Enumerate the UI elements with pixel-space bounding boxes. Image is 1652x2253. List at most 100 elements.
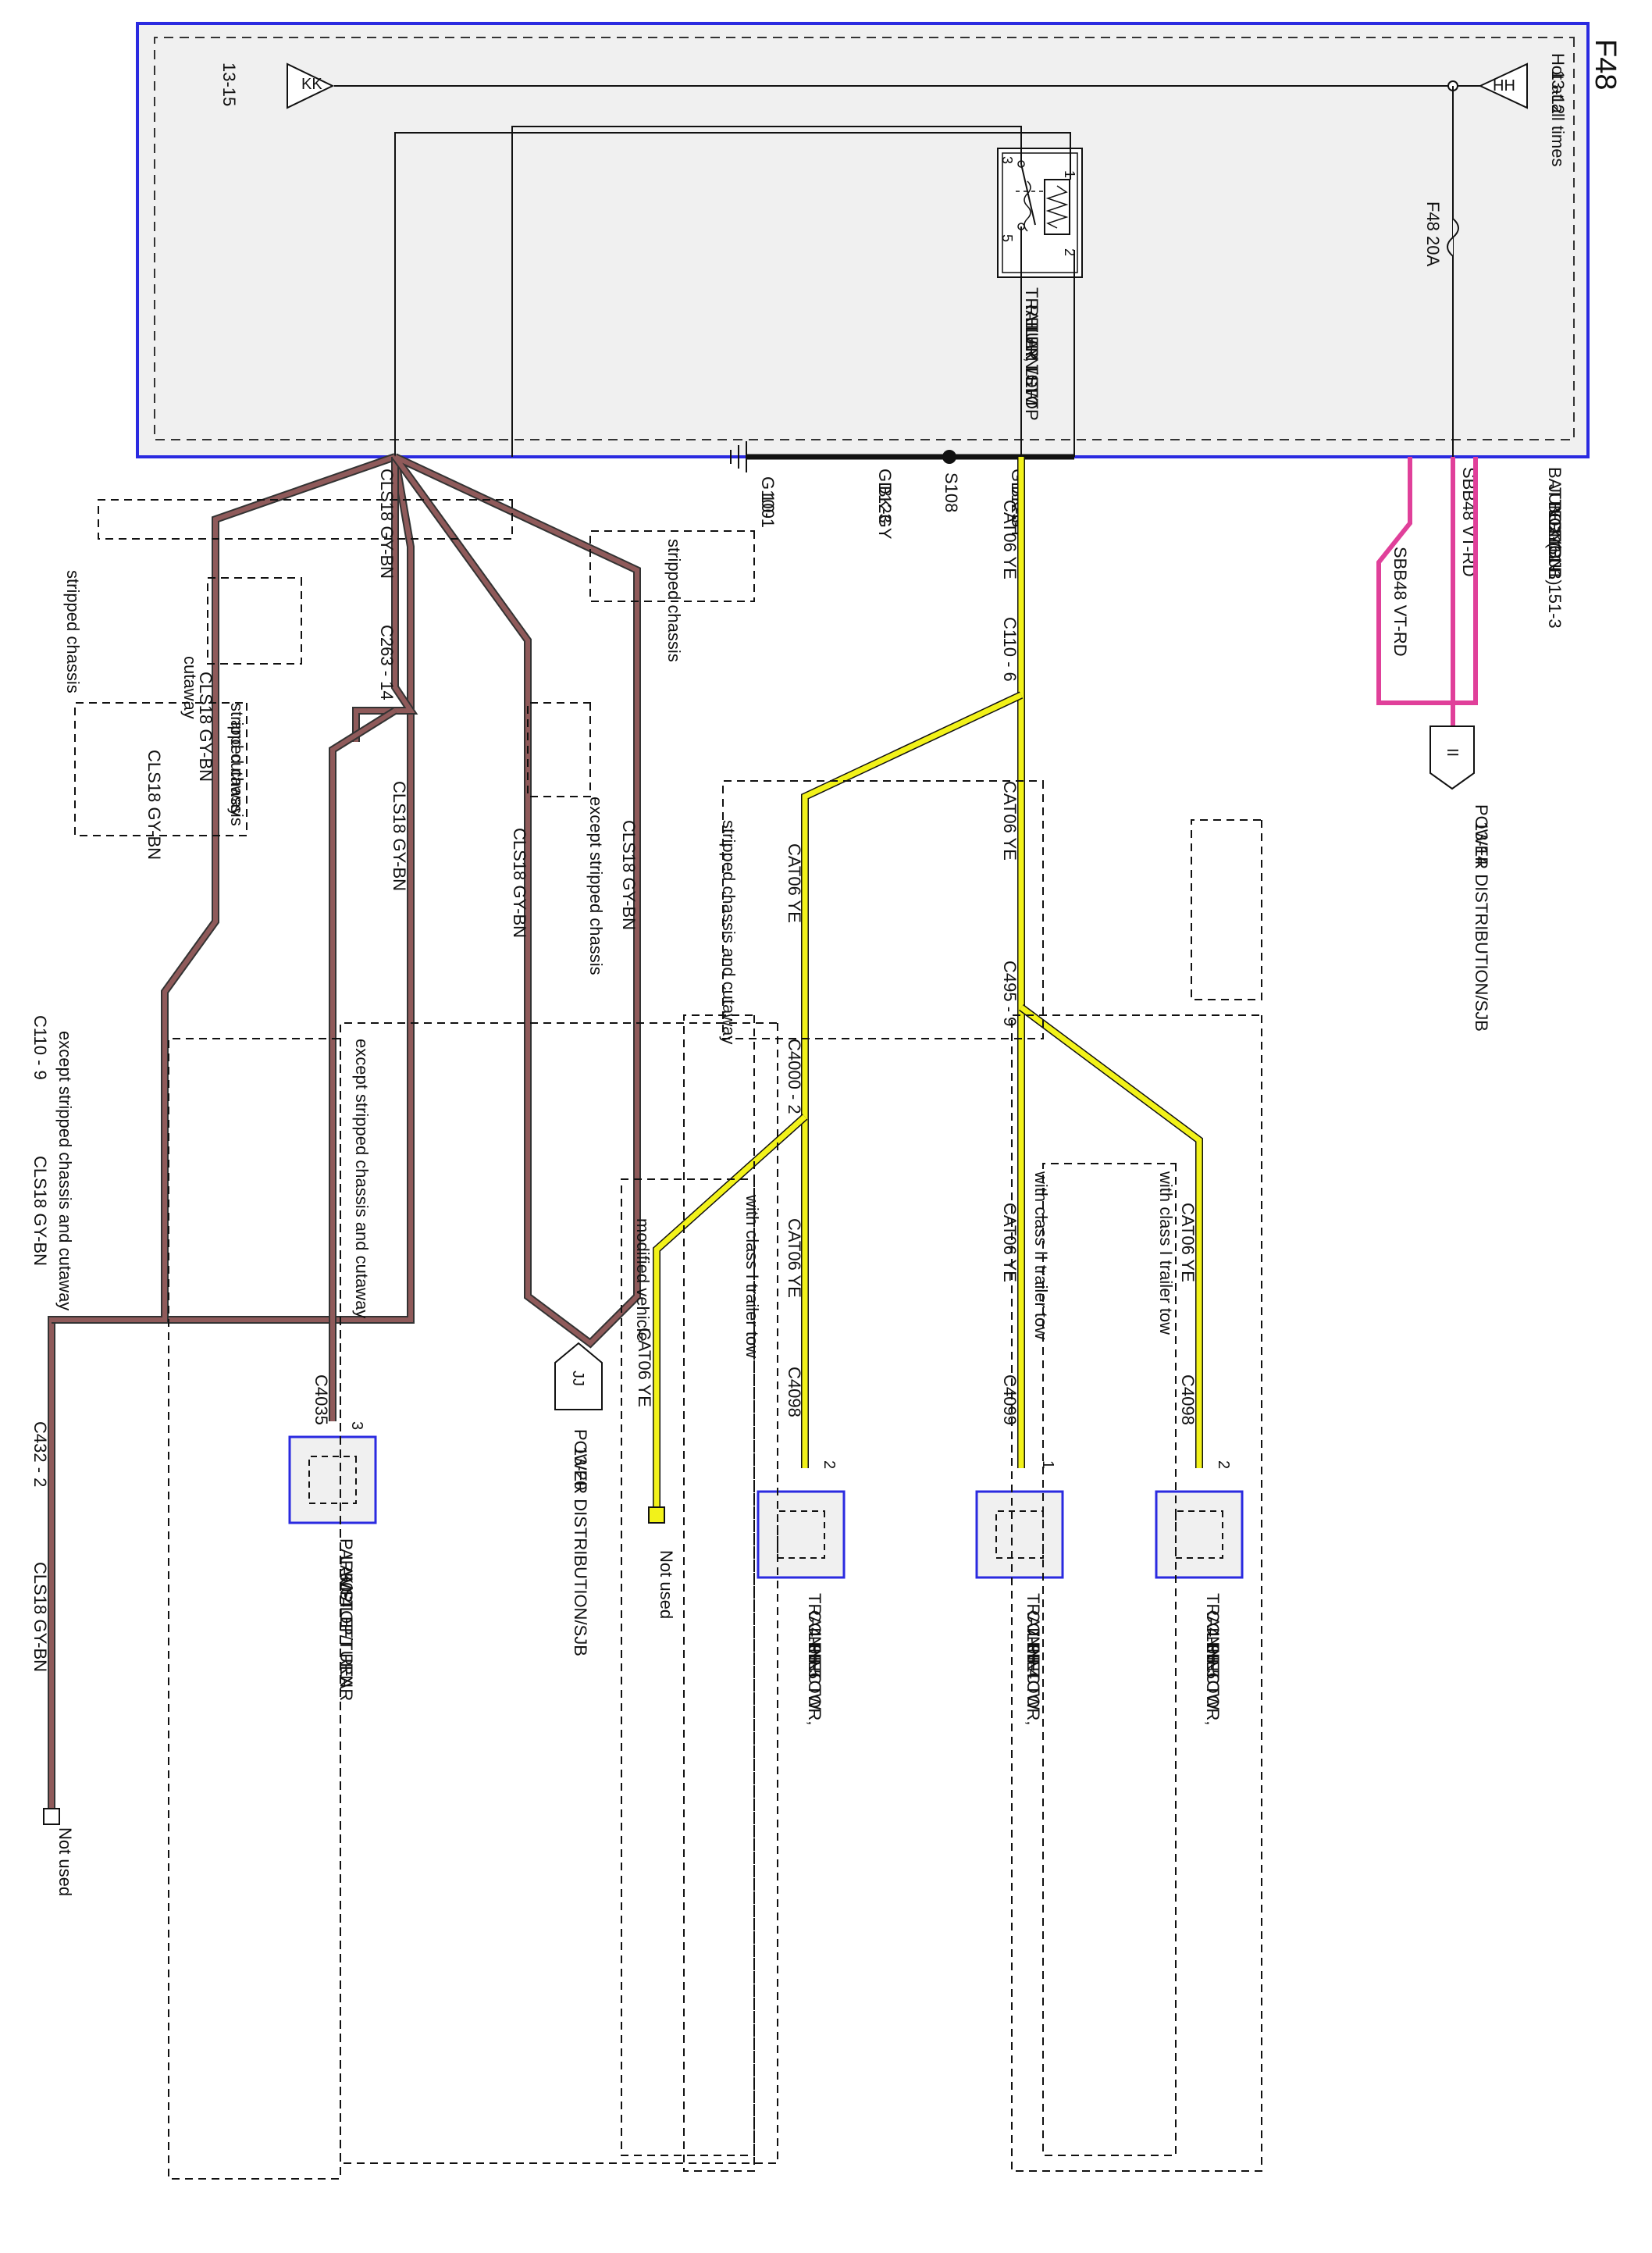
- kk-connector: [287, 62, 335, 109]
- trailer-tow-relay: 1 2 3 5 TRAILER TOW RELAY, LEFT TURN/STO…: [997, 148, 1083, 421]
- cond-cutaway: cutaway: [180, 656, 200, 719]
- c432-label: C432 - 2: [30, 1421, 50, 1487]
- c4098-b-label: C4098: [1178, 1374, 1198, 1425]
- cond-modified: modified vehicle: [633, 1218, 653, 1342]
- trailer-tow-4pin-b: TRAILER TOW CONNECTOR, 4-PIN 95-5: [1155, 1490, 1244, 1726]
- svg-text:TURN/STOP: TURN/STOP: [1022, 322, 1041, 421]
- gd123-label-b: GD123: [875, 469, 895, 523]
- page-id: F48: [1589, 39, 1622, 90]
- svg-text:95-5: 95-5: [805, 1645, 824, 1679]
- svg-text:RELAY, LEFT: RELAY, LEFT: [1022, 305, 1041, 409]
- cat06-f-label: CAT06 YE: [1000, 1203, 1020, 1282]
- bjb-outer-box: [136, 22, 1590, 458]
- fuse-symbol: [1447, 218, 1459, 257]
- svg-text:TRAILER TOW: TRAILER TOW: [805, 1593, 824, 1710]
- cat06-d-label: CAT06 YE: [785, 1218, 804, 1298]
- jj-connector: [554, 1342, 603, 1410]
- cls18-label-a: CLS18 GY-BN: [377, 469, 397, 579]
- pin2a-label: 2: [821, 1460, 838, 1469]
- c263-label: C263 - 14: [377, 625, 397, 700]
- svg-text:5: 5: [999, 234, 1015, 242]
- hh-label: HH: [1493, 77, 1515, 94]
- svg-text:7-PIN: 7-PIN: [1024, 1627, 1043, 1671]
- sbb48-loop: [1376, 457, 1478, 705]
- not-used-a: Not used: [657, 1550, 676, 1619]
- cat06-c-label: CAT06 YE: [785, 843, 804, 923]
- svg-text:11-1: 11-1: [1545, 519, 1565, 551]
- cat06-branch-c4000-core: [802, 692, 1023, 1117]
- cls18-label-h: CLS18 GY-BN: [30, 1562, 50, 1672]
- ground-symbol: [730, 441, 747, 472]
- svg-text:4-PIN: 4-PIN: [805, 1627, 824, 1671]
- trailer-tow-7pin: TRAILER TOW CONNECTOR, 7-PIN 95-4: [975, 1490, 1064, 1726]
- svg-text:TRAILER TOW: TRAILER TOW: [1203, 1593, 1223, 1710]
- cond-except-stripped-cutaway-2: except stripped chassis and cutaway: [55, 1031, 75, 1310]
- relay-pin3-feed: [511, 126, 1022, 457]
- trailer-tow-4pin-a: TRAILER TOW CONNECTOR, 4-PIN 95-5: [757, 1490, 846, 1726]
- splice-s108: [942, 450, 956, 464]
- relay-pin1-in: [394, 132, 1071, 457]
- cond-class-ii: with class II trailer tow: [1031, 1171, 1051, 1339]
- svg-text:TRAILER TOW: TRAILER TOW: [1024, 1593, 1043, 1710]
- cond-class-i-b: with class I trailer tow: [1156, 1171, 1176, 1335]
- kk-label: KK: [301, 76, 322, 93]
- jj-label: JJ: [569, 1371, 586, 1386]
- hh-connector: [1478, 62, 1528, 109]
- pin2b-label: 2: [1215, 1460, 1232, 1469]
- svg-text:151-1 151-3: 151-1 151-3: [1545, 536, 1565, 629]
- cls18-label-d: CLS18 GY-BN: [510, 828, 529, 938]
- cls18-wires: [48, 453, 641, 1809]
- not-used-terminal-b: [43, 1808, 60, 1825]
- bjb-title: BATTERY JUNCTION BOX (BJB) 11-1 151-1 15…: [1545, 467, 1565, 629]
- c4000-label: C4000 - 2: [785, 1039, 804, 1114]
- svg-text:95-4: 95-4: [1024, 1645, 1043, 1679]
- cond-class-i: with class I trailer tow: [742, 1194, 762, 1358]
- ii-connector: [1429, 725, 1475, 790]
- bjb-inner-box: [154, 37, 1575, 440]
- cat06-c4098-b-core: [1019, 1005, 1202, 1468]
- ii-power-dist: POWER DISTRIBUTION/SJB: [1472, 804, 1491, 1032]
- bkgy-label-b: BK-GY: [875, 486, 895, 540]
- svg-text:TRAILER TOW: TRAILER TOW: [1022, 287, 1041, 405]
- cls18-label-e: CLS18 GY-BN: [196, 672, 215, 782]
- not-used-terminal-a: [648, 1506, 665, 1524]
- pin3-label: 3: [348, 1421, 365, 1430]
- c110-9-label: C110 - 9: [30, 1015, 50, 1080]
- cat06-modified: [653, 1114, 808, 1507]
- cond-stripped-and-cutaway-2: stripped chassis: [227, 703, 247, 826]
- cat06-branch-c4000: [801, 691, 1024, 1117]
- svg-text:CONNECTOR,: CONNECTOR,: [805, 1610, 824, 1726]
- svg-text:CONNECTOR,: CONNECTOR,: [1024, 1610, 1043, 1726]
- ground-label: G100: [758, 476, 778, 519]
- cat06-modified-core: [653, 1114, 807, 1507]
- cls18-label-f: CLS18 GY-BN: [144, 750, 164, 860]
- cat06-b-label: CAT06 YE: [1000, 781, 1020, 861]
- cond-except-stripped: except stripped chassis: [586, 797, 606, 975]
- c495-label: C495 - 9: [1000, 961, 1020, 1026]
- hot-label: Hot at all times: [1548, 53, 1568, 167]
- svg-text:CONNECTOR,: CONNECTOR,: [1203, 1610, 1223, 1726]
- jj-power-dist: POWER DISTRIBUTION/SJB: [571, 1429, 590, 1656]
- condition-boxes: [74, 499, 1262, 2180]
- svg-text:BOX (BJB): BOX (BJB): [1545, 501, 1565, 586]
- svg-text:BATTERY: BATTERY: [1545, 467, 1565, 545]
- svg-text:4-PIN: 4-PIN: [1203, 1627, 1223, 1671]
- cond-stripped-chassis: stripped chassis: [664, 539, 684, 662]
- cond-stripped-and-cutaway: stripped chassis and cutaway: [719, 820, 739, 1044]
- cat06-e-label: CAT06 YE: [635, 1328, 654, 1407]
- right-ref: 13-12: [1548, 70, 1568, 114]
- jj-power-dist-ref: 13-20: [571, 1446, 590, 1490]
- cls18-label-c: CLS18 GY-BN: [619, 820, 639, 930]
- c4098-a-label: C4098: [785, 1367, 804, 1417]
- cat06-main-label: CAT06 YE: [1000, 500, 1020, 579]
- svg-text:95-5: 95-5: [1203, 1645, 1223, 1679]
- cls18-label-b: CLS18 GY-BN: [390, 781, 409, 891]
- svg-text:90-4: 90-4: [336, 1573, 356, 1607]
- cond-stripped-and-cutaway-3: and cutaway: [227, 720, 247, 817]
- sbb48-label-b: SBB48 VT-RD: [1390, 547, 1410, 657]
- left-ref: 13-15: [219, 62, 239, 106]
- cond-stripped-chassis-2: stripped chassis: [63, 570, 83, 693]
- park-stop-turn-lamp: PARK/STOP/TURN LAMP LEFT REAR 90-4: [288, 1435, 377, 1701]
- svg-text:JUNCTION: JUNCTION: [1545, 484, 1565, 571]
